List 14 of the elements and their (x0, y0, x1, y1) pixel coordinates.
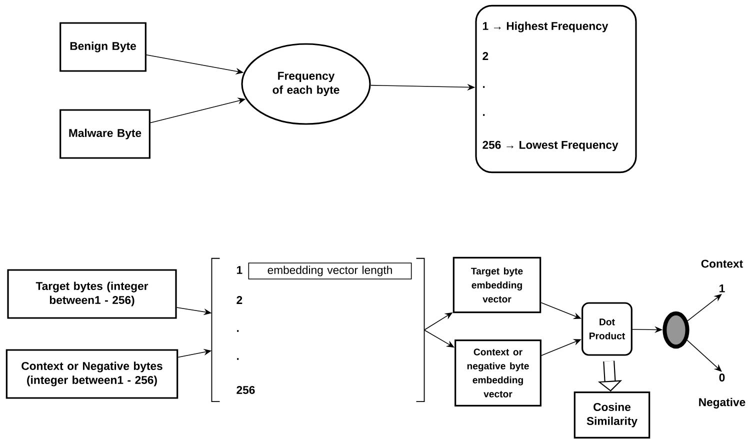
rounded-box: 1 → Highest Frequency 2 . . 256 → Lowest Frequency (475, 4, 637, 174)
rounded-box: Dot Product (582, 302, 632, 356)
output-label: Context 1 (701, 260, 743, 292)
circle (662, 311, 690, 349)
box: Target bytes (integer between1 - 256) (7, 269, 177, 319)
box: Cosine Similarity (574, 392, 650, 438)
box: Context or negative byte embedding vector (454, 340, 542, 406)
arrow (686, 340, 722, 372)
box: embedding vector length (248, 262, 412, 280)
box: Benign Byte (60, 22, 146, 72)
box: Malware Byte (60, 109, 150, 159)
box: Target byte embedding vector (452, 256, 542, 314)
output-label: 0 Negative (699, 374, 746, 408)
box: Context or Negative bytes (integer between1 - 256) (6, 349, 178, 399)
